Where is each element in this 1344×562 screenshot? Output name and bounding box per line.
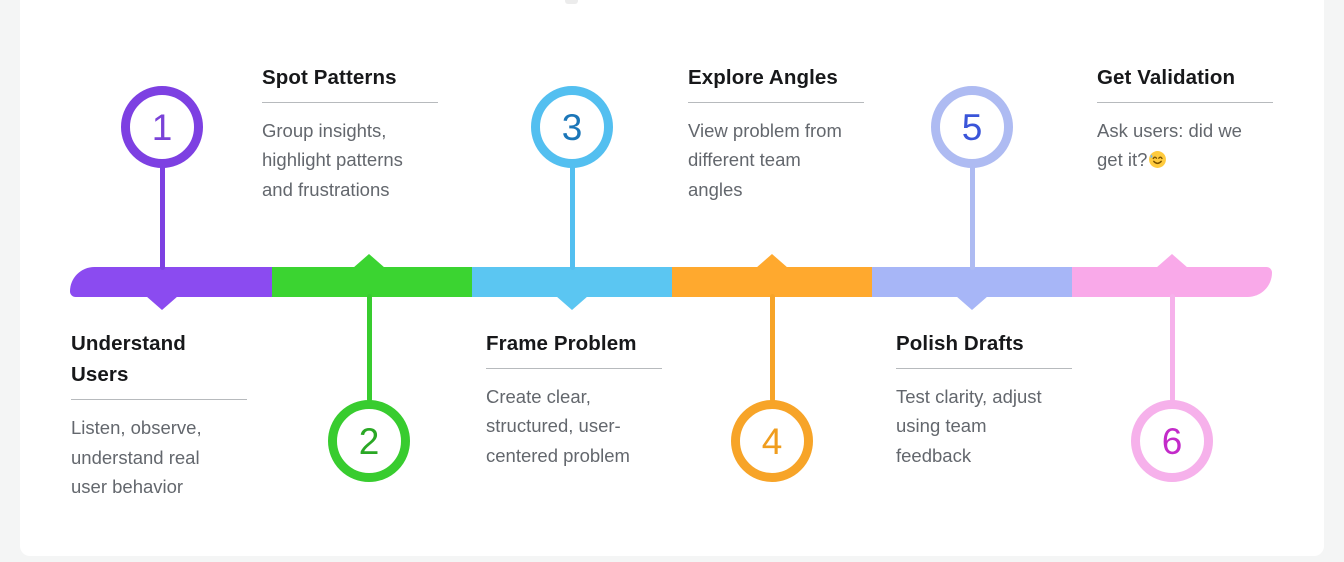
step-circle-ring-2: 2 [328,400,410,482]
step-title-5: Polish Drafts [896,332,1024,355]
step-number-6: 6 [1161,420,1183,462]
step-circle-4: 4 [731,400,813,482]
timeline-bar [70,267,1272,297]
step-description-3: Create clear, structured, user- centered… [486,386,630,466]
step-circle-ring-3: 3 [531,86,613,168]
step-description-5: Test clarity, adjust using team feedback [896,386,1042,466]
step-description-6: Ask users: did we get it? [1097,116,1302,174]
step-circle-3: 3 [531,86,613,168]
top-edge-artifact [565,0,578,4]
bar-segment-1 [70,267,272,297]
step-title-4: Explore Angles [688,66,838,89]
bar-segment-5 [872,267,1072,297]
step-title-2: Spot Patterns [262,66,397,89]
step-description-6-text: Ask users: did we get it? [1097,120,1242,171]
bar-notch-up-2 [353,254,385,268]
bar-notch-up-6 [1156,254,1188,268]
step-description-1: Listen, observe, understand real user be… [71,417,202,497]
bar-segment-6 [1072,267,1272,297]
title-underline-6 [1097,102,1273,104]
title-underline-5 [896,368,1072,370]
step-title-3: Frame Problem [486,332,637,355]
step-connector-5 [969,164,975,270]
bar-segment-4 [672,267,872,297]
bar-notch-down-3 [556,296,588,310]
step-description-2: Group insights, highlight patterns and f… [262,120,403,200]
bar-segment-2 [272,267,472,297]
step-description-4: View problem from different team angles [688,120,842,200]
step-connector-1 [159,164,165,270]
step-text-5: Polish Drafts Test clarity, adjust using… [896,328,1101,470]
step-text-6: Get Validation Ask users: did we get it? [1097,62,1302,175]
title-underline-4 [688,102,864,104]
step-circle-ring-6: 6 [1131,400,1213,482]
step-number-2: 2 [358,420,380,462]
step-text-4: Explore Angles View problem from differe… [688,62,893,204]
title-underline-3 [486,368,662,370]
step-number-1: 1 [151,106,173,148]
step-circle-6: 6 [1131,400,1213,482]
step-circle-ring-1: 1 [121,86,203,168]
step-title-6: Get Validation [1097,66,1236,89]
bar-notch-down-1 [146,296,178,310]
step-connector-2 [366,294,372,402]
step-circle-ring-5: 5 [931,86,1013,168]
title-underline-2 [262,102,438,104]
step-number-4: 4 [761,420,783,462]
grinning-face-with-sweat-emoji [1149,151,1167,169]
title-underline-1 [71,399,247,401]
step-circle-ring-4: 4 [731,400,813,482]
step-text-3: Frame Problem Create clear, structured, … [486,328,691,470]
step-number-5: 5 [961,106,983,148]
bar-notch-up-4 [756,254,788,268]
step-title-1: Understand Users [71,332,186,387]
step-circle-5: 5 [931,86,1013,168]
bar-notch-down-5 [956,296,988,310]
step-number-3: 3 [561,106,583,148]
step-connector-3 [569,164,575,270]
step-connector-4 [769,294,775,402]
step-connector-6 [1169,294,1175,402]
step-circle-1: 1 [121,86,203,168]
step-circle-2: 2 [328,400,410,482]
step-text-2: Spot Patterns Group insights, highlight … [262,62,467,204]
bar-segment-3 [472,267,672,297]
step-text-1: Understand Users Listen, observe, unders… [71,328,276,501]
